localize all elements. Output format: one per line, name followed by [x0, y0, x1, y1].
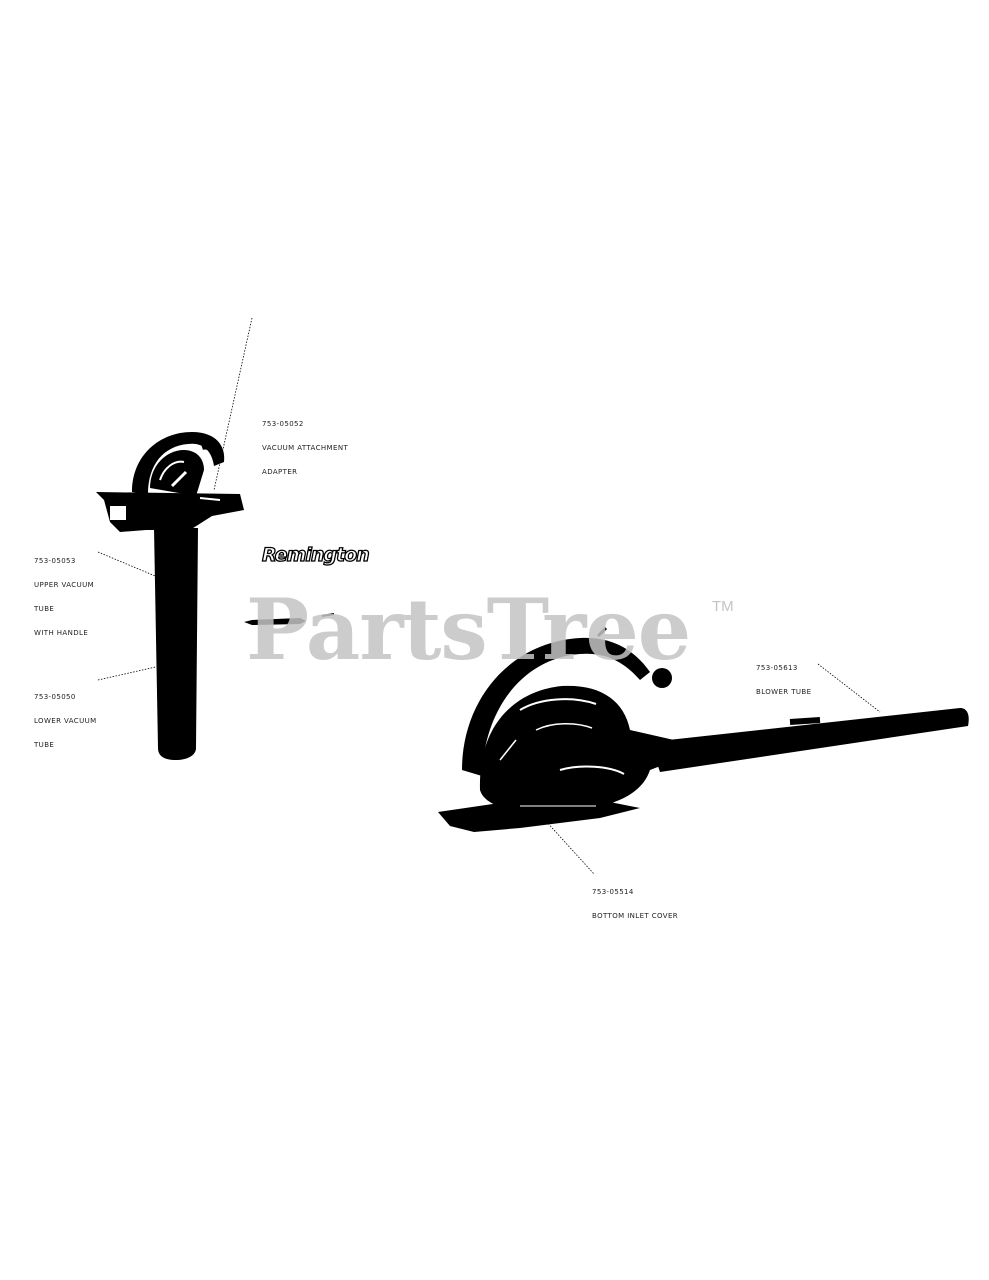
callout-upper-vacuum-tube: 753-05053 UPPER VACUUM TUBE WITH HANDLE: [34, 541, 94, 645]
blower-handle: [462, 637, 650, 776]
callout-line: BOTTOM INLET COVER: [592, 912, 679, 920]
leader-upper-tube: [97, 551, 161, 579]
blower-assembly-drawing: [438, 626, 969, 832]
callout-part-number: 753-05053: [34, 557, 76, 565]
vacuum-body: [96, 492, 244, 532]
callout-part-number: 753-05514: [592, 888, 634, 896]
vacuum-tube: [154, 528, 198, 760]
callout-line: BLOWER TUBE: [756, 688, 812, 696]
leader-lines: [97, 317, 881, 875]
callout-line: WITH HANDLE: [34, 629, 89, 637]
callout-line: UPPER VACUUM: [34, 581, 95, 589]
callout-blower-tube: 753-05613 BLOWER TUBE: [756, 648, 811, 704]
callout-vacuum-adapter: 753-05052 VACUUM ATTACHMENT ADAPTER: [262, 404, 348, 484]
blower-tube: [650, 708, 969, 772]
callout-part-number: 753-05050: [34, 693, 76, 701]
parts-tree-watermark: PartsTree: [246, 580, 691, 679]
callout-line: ADAPTER: [262, 468, 298, 476]
callout-line: TUBE: [34, 741, 55, 749]
trademark-mark: TM: [712, 598, 734, 615]
leader-lower-tube: [97, 665, 161, 681]
callout-line: VACUUM ATTACHMENT: [262, 444, 349, 452]
callout-lower-vacuum-tube: 753-05050 LOWER VACUUM TUBE: [34, 677, 97, 757]
callout-line: TUBE: [34, 605, 55, 613]
brand-logo: Remington: [261, 543, 370, 566]
callout-bottom-inlet-cover: 753-05514 BOTTOM INLET COVER: [592, 872, 678, 928]
small-part-detail: [244, 618, 306, 625]
blower-inlet-cover: [438, 800, 640, 832]
leader-blower-tube: [817, 663, 881, 713]
leader-top-adapter: [213, 317, 253, 491]
callout-part-number: 753-05613: [756, 664, 798, 672]
blower-body: [479, 685, 676, 812]
vacuum-assembly-drawing: [96, 432, 244, 760]
callout-line: LOWER VACUUM: [34, 717, 97, 725]
callout-part-number: 753-05052: [262, 420, 304, 428]
vacuum-handle: [132, 432, 225, 494]
